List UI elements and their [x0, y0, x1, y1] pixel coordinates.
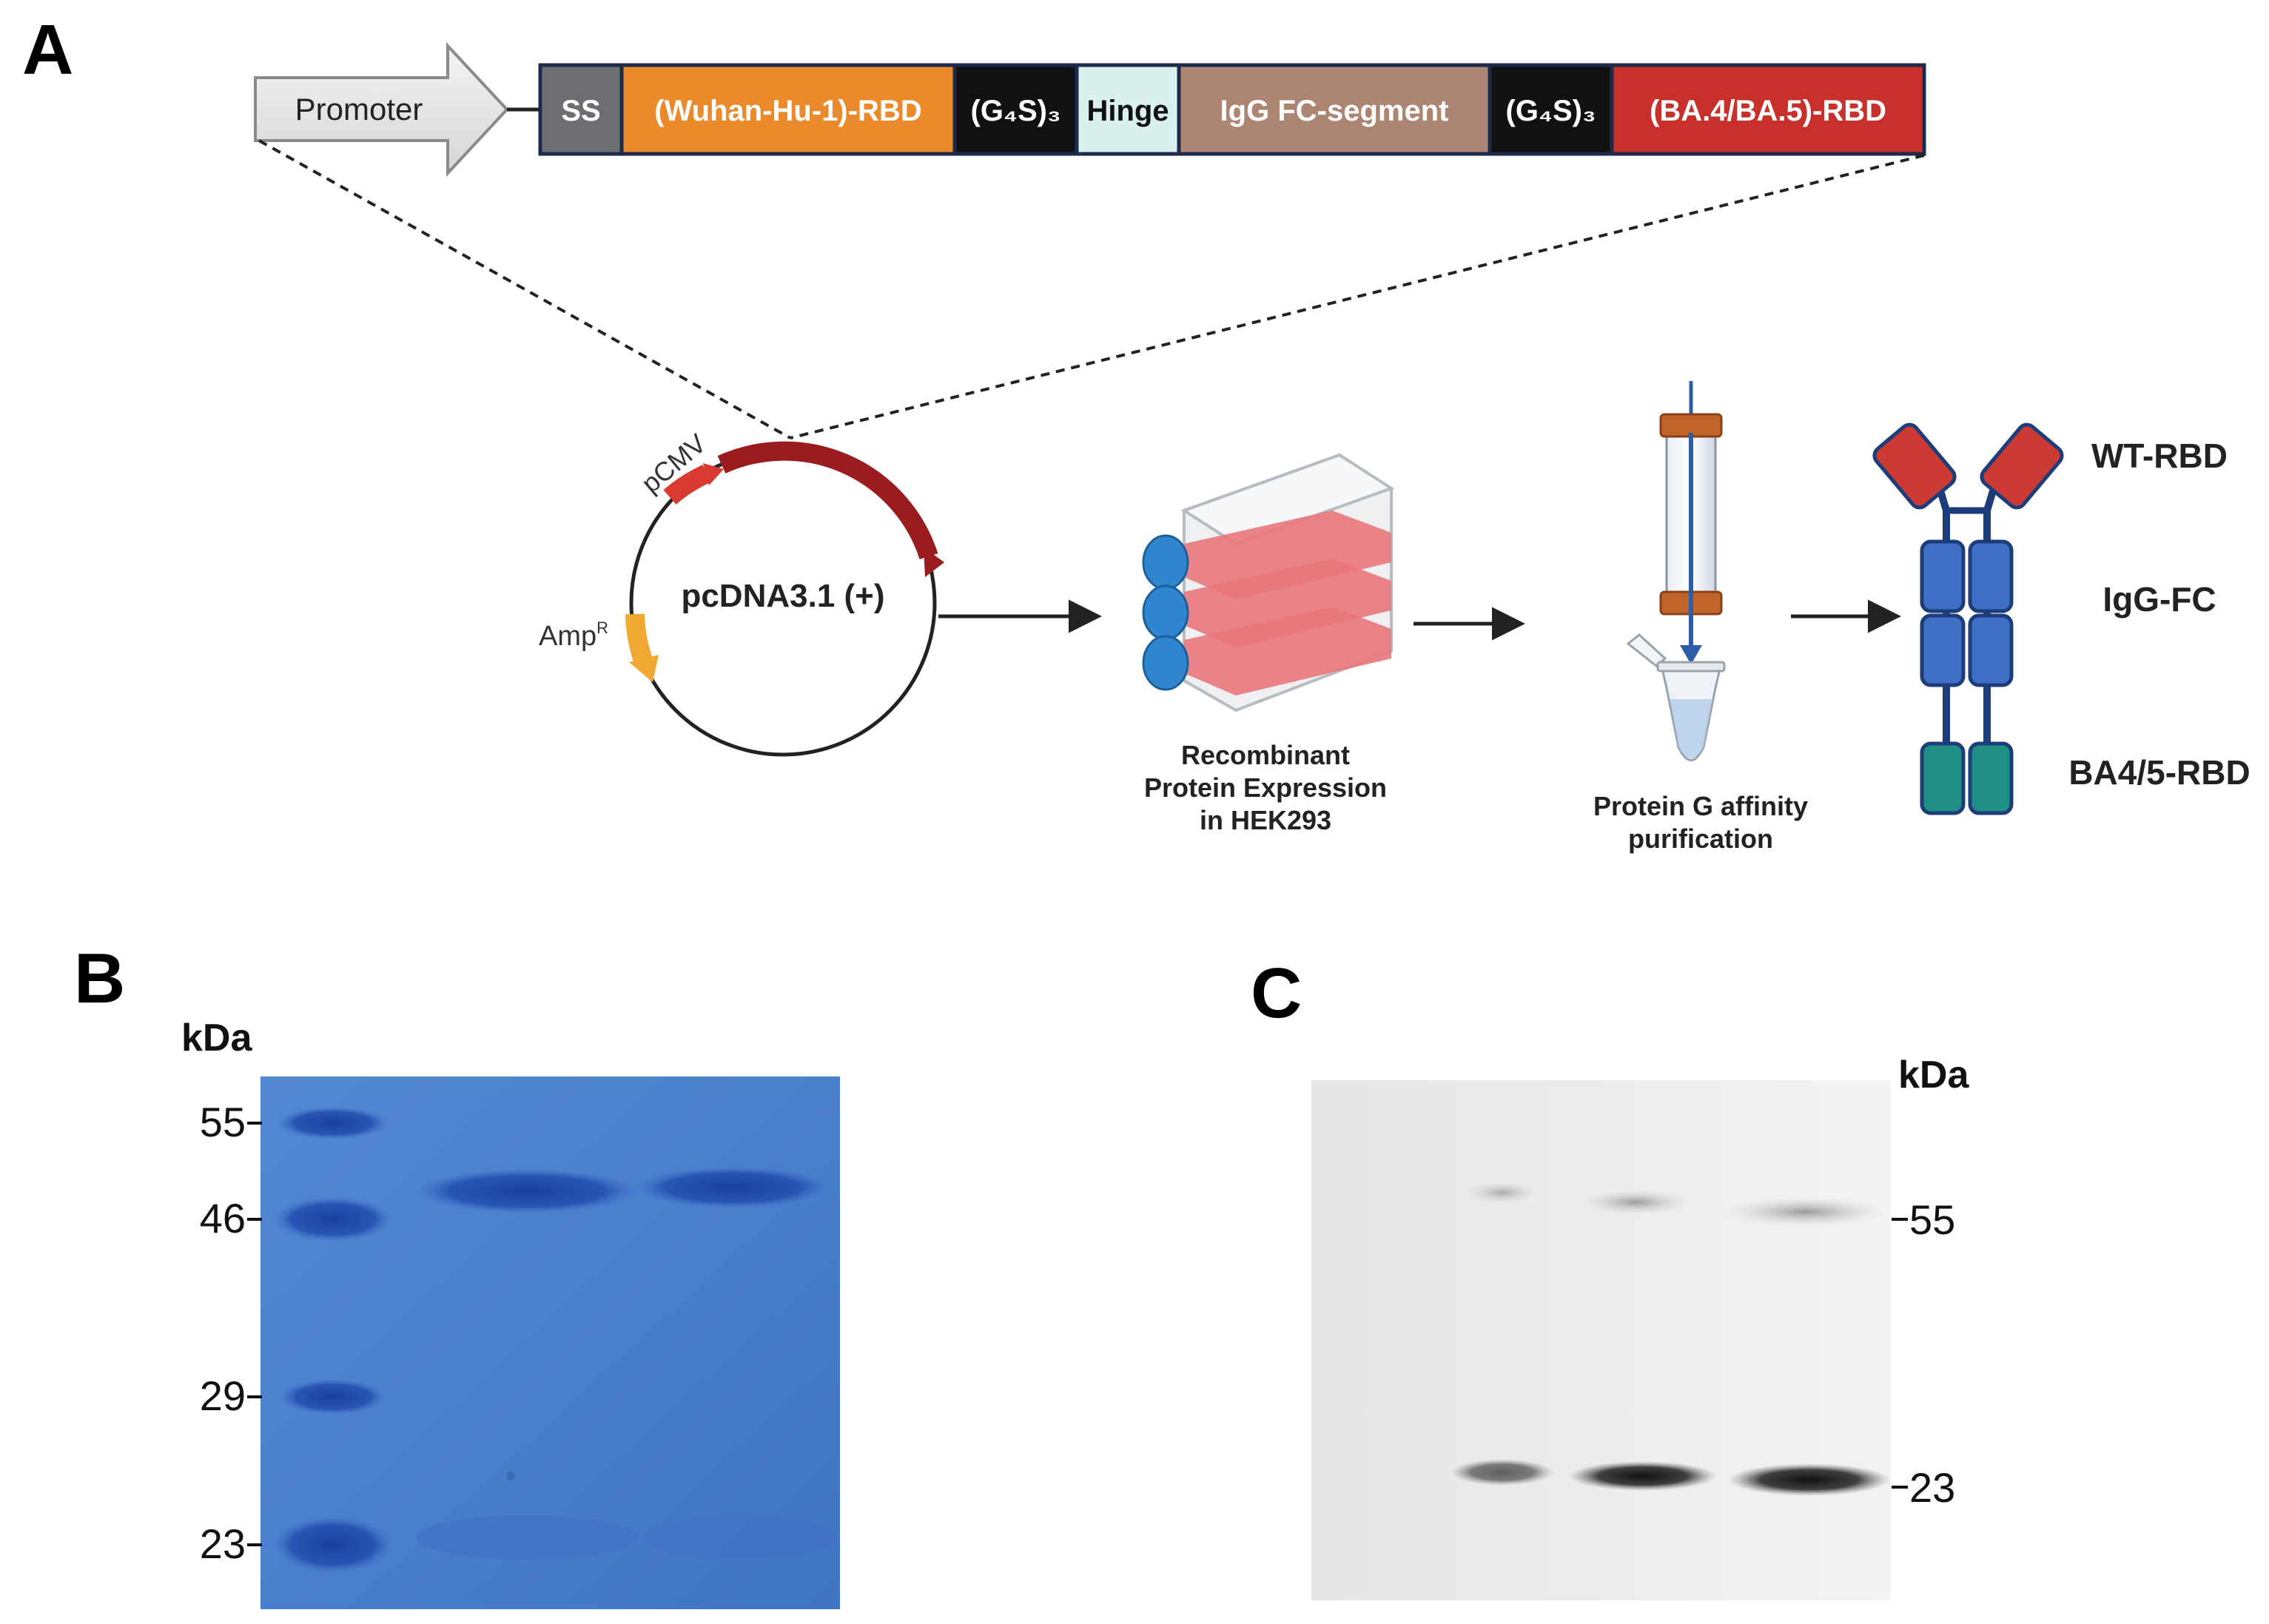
plasmid-map: pcDNA3.1 (+) pCMV AmpR: [539, 428, 944, 757]
panel-b-marker-labels: 55 46 29 23: [200, 1099, 262, 1567]
purification-caption-line-2: purification: [1628, 823, 1773, 854]
lane1-main-band: [416, 1169, 638, 1213]
construct-segment-label-1: SS: [561, 95, 600, 127]
flask-cap-2: [1142, 584, 1189, 641]
amp-arc-head: [629, 655, 659, 682]
blot-lower-band-3: [1728, 1463, 1891, 1496]
flask-cap-1: [1142, 534, 1189, 590]
pcmv-arc: [663, 465, 711, 505]
western-blot: [1311, 1080, 1891, 1600]
blot-lower-band-2: [1569, 1461, 1717, 1491]
ba45-rbd-domain-left: [1920, 741, 1966, 815]
ladder-band-46: [274, 1197, 392, 1241]
promoter-arrow: Promoter: [254, 41, 509, 178]
lane2-lower-band: [644, 1515, 836, 1560]
sds-page-gel: [260, 1077, 840, 1609]
antibody-label-middle: IgG-FC: [2102, 580, 2216, 619]
amp-label: AmpR: [539, 619, 608, 652]
construct-segment-7: [1610, 63, 1926, 156]
blot-lower-band-1: [1451, 1459, 1554, 1486]
ba45-rbd-domain-right: [1968, 741, 2014, 815]
panel-c-marker-labels: 55 23: [1892, 1196, 1955, 1511]
blot-upper-band-1: [1465, 1182, 1539, 1204]
ladder-band-29: [280, 1379, 386, 1415]
expression-caption-line-3: in HEK293: [1200, 805, 1331, 835]
panel-c-unit: kDa: [1898, 1054, 1969, 1096]
ladder-band-23: [274, 1517, 392, 1573]
panel-b-marker-29: 29: [200, 1372, 246, 1419]
blot-upper-band-3: [1724, 1197, 1887, 1227]
blot-background: [1311, 1080, 1891, 1600]
construct-segment-label-4: Hinge: [1086, 95, 1169, 127]
panel-b-marker-23: 23: [200, 1520, 246, 1567]
construct-bar: SS (Wuhan-Hu-1)-RBD (G₄S)₃ Hinge IgG FC-segm…: [538, 63, 1926, 156]
plasmid-name: pcDNA3.1 (+): [681, 578, 884, 614]
construct-segment-label-6: (G₄S)₃: [1506, 95, 1596, 127]
construct-segment-3: [952, 63, 1079, 156]
zoom-line-left: [258, 139, 791, 439]
antibody-label-top: WT-RBD: [2091, 437, 2228, 475]
pcmv-arc-head: [703, 463, 724, 485]
panel-b-unit: kDa: [181, 1017, 252, 1059]
expression-caption-line-1: Recombinant: [1181, 740, 1350, 770]
panel-c-marker-55: 55: [1909, 1196, 1955, 1243]
ladder-band-55: [278, 1107, 389, 1139]
panel-b-label: B: [74, 939, 125, 1018]
amp-arc: [625, 613, 653, 666]
fc-domain-3: [1920, 613, 1966, 687]
lane1-lower-band: [416, 1515, 638, 1560]
wt-rbd-domain-right: [1980, 422, 2064, 510]
insert-arc-head: [924, 547, 944, 577]
gel-speck: [506, 1472, 515, 1480]
construct-segment-label-3: (G₄S)₃: [971, 95, 1061, 127]
construct-segment-2: [619, 63, 957, 156]
fusion-antibody-diagram: [1872, 422, 2064, 815]
affinity-column-icon: [1659, 381, 1723, 664]
lane2-main-band: [636, 1167, 829, 1208]
antibody-label-bottom: BA4/5-RBD: [2068, 753, 2250, 792]
purification-caption-line-1: Protein G affinity: [1593, 791, 1808, 821]
fc-domain-1: [1920, 539, 1966, 613]
construct-segment-label-2: (Wuhan-Hu-1)-RBD: [654, 95, 921, 127]
fc-domain-2: [1968, 539, 2014, 613]
flask-cap-3: [1142, 635, 1189, 691]
zoom-line-right: [790, 154, 1925, 439]
insert-arc: [717, 441, 938, 560]
promoter-label: Promoter: [295, 92, 423, 127]
blot-upper-band-2: [1580, 1190, 1691, 1215]
cell-flask-icon: [1142, 453, 1395, 712]
construct-segment-label-5: IgG FC-segment: [1220, 95, 1449, 127]
panel-c-label: C: [1251, 954, 1302, 1033]
fc-domain-4: [1968, 613, 2014, 687]
wt-rbd-domain-left: [1872, 422, 1957, 510]
panel-b-marker-55: 55: [200, 1099, 246, 1145]
panel-b-marker-46: 46: [200, 1195, 246, 1241]
collection-tube-icon: [1626, 633, 1726, 761]
panel-c-marker-23: 23: [1909, 1464, 1955, 1511]
panel-a-label: A: [22, 10, 73, 90]
expression-caption-line-2: Protein Expression: [1144, 772, 1387, 803]
construct-segment-label-7: (BA.4/BA.5)-RBD: [1650, 95, 1886, 127]
